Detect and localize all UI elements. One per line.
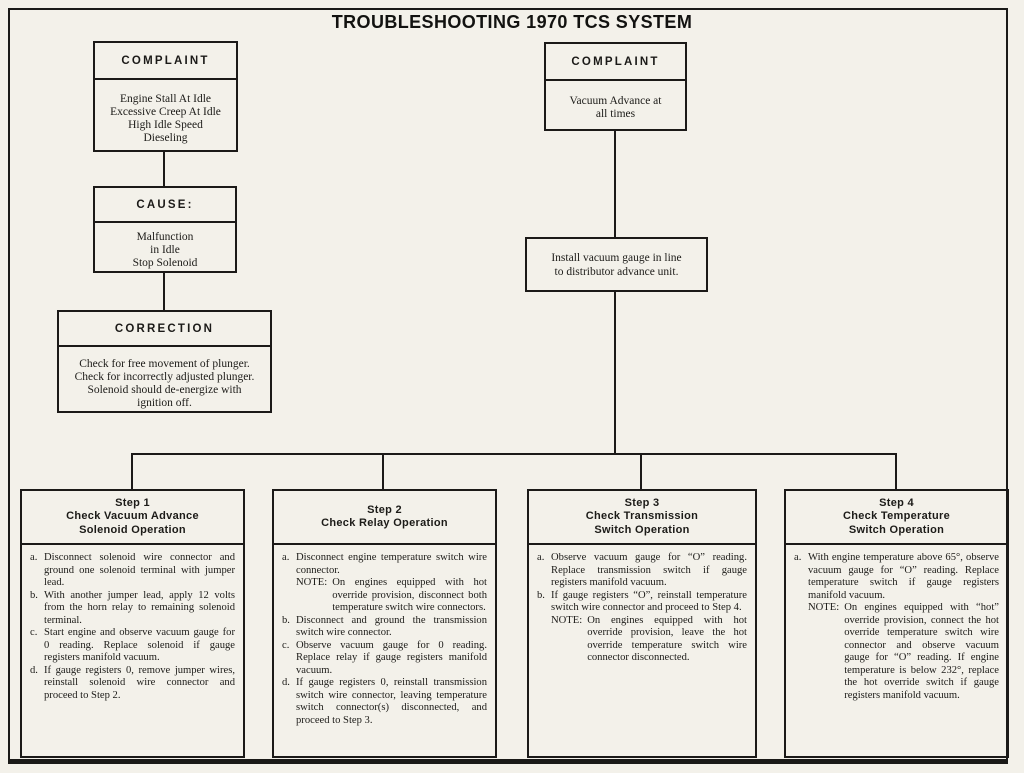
cause-box-header: CAUSE:: [95, 188, 235, 223]
list-item: d. If gauge registers 0, reinstall trans…: [282, 677, 487, 726]
complaint-box-left-header: COMPLAINT: [95, 43, 236, 80]
step4-body: a. With engine temperature above 65°, ob…: [786, 545, 1007, 702]
connector-complaint-to-cause: [163, 152, 165, 186]
list-item: a. With engine temperature above 65°, ob…: [794, 552, 999, 701]
connector-cause-to-correction: [163, 273, 165, 310]
list-item: b. If gauge registers “O”, reinstall tem…: [537, 589, 747, 664]
install-gauge-box: Install vacuum gauge in line to distribu…: [525, 237, 708, 292]
correction-box-header: CORRECTION: [59, 312, 270, 347]
page-border-frame: [8, 8, 1008, 764]
step1-box: Step 1 Check Vacuum Advance Solenoid Ope…: [20, 489, 245, 758]
branch-horizontal-line: [131, 453, 897, 455]
branch-drop-step1: [131, 453, 133, 489]
correction-box: CORRECTION Check for free movement of pl…: [57, 310, 272, 413]
note: NOTE: On engines equipped with “hot” ove…: [808, 602, 999, 701]
step4-header: Step 4 Check Temperature Switch Operatio…: [786, 491, 1007, 545]
list-item: c. Start engine and observe vacuum gauge…: [30, 627, 235, 663]
step3-body: a. Observe vacuum gauge for “O” reading.…: [529, 545, 755, 665]
note: NOTE: On engines equipped with hot overr…: [551, 614, 747, 664]
step3-box: Step 3 Check Transmission Switch Operati…: [527, 489, 757, 758]
complaint-box-right: COMPLAINT Vacuum Advance at all times: [544, 42, 687, 131]
install-gauge-box-body: Install vacuum gauge in line to distribu…: [551, 252, 682, 278]
connector-gauge-to-branch: [614, 292, 616, 453]
step3-header: Step 3 Check Transmission Switch Operati…: [529, 491, 755, 545]
list-item: a. Disconnect solenoid wire connector an…: [30, 552, 235, 588]
step2-body: a. Disconnect engine temperature switch …: [274, 545, 495, 727]
step4-box: Step 4 Check Temperature Switch Operatio…: [784, 489, 1009, 758]
step1-body: a. Disconnect solenoid wire connector an…: [22, 545, 243, 702]
step1-header: Step 1 Check Vacuum Advance Solenoid Ope…: [22, 491, 243, 545]
branch-drop-step4: [895, 453, 897, 489]
list-item: b. Disconnect and ground the transmissio…: [282, 614, 487, 639]
branch-drop-step2: [382, 453, 384, 489]
complaint-box-left: COMPLAINT Engine Stall At Idle Excessive…: [93, 41, 238, 152]
complaint-box-right-header: COMPLAINT: [546, 44, 685, 81]
correction-box-body: Check for free movement of plunger. Chec…: [74, 358, 255, 409]
step2-box: Step 2 Check Relay Operation a. Disconne…: [272, 489, 497, 758]
page-title: TROUBLESHOOTING 1970 TCS SYSTEM: [331, 12, 693, 32]
note: NOTE: On engines equipped with hot overr…: [296, 577, 487, 613]
list-item: b. With another jumper lead, apply 12 vo…: [30, 589, 235, 626]
list-item: a. Disconnect engine temperature switch …: [282, 552, 487, 613]
connector-complaint-to-gauge: [614, 131, 616, 237]
cause-box-body: Malfunction in Idle Stop Solenoid: [132, 231, 198, 269]
list-item: c. Observe vacuum gauge for 0 reading. R…: [282, 639, 487, 676]
complaint-box-right-body: Vacuum Advance at all times: [569, 95, 662, 120]
step2-header: Step 2 Check Relay Operation: [274, 491, 495, 545]
list-item: d. If gauge registers 0, remove jumper w…: [30, 664, 235, 701]
list-item: a. Observe vacuum gauge for “O” reading.…: [537, 552, 747, 588]
cause-box: CAUSE: Malfunction in Idle Stop Solenoid: [93, 186, 237, 273]
complaint-box-left-body: Engine Stall At Idle Excessive Creep At …: [110, 93, 221, 144]
branch-drop-step3: [640, 453, 642, 489]
